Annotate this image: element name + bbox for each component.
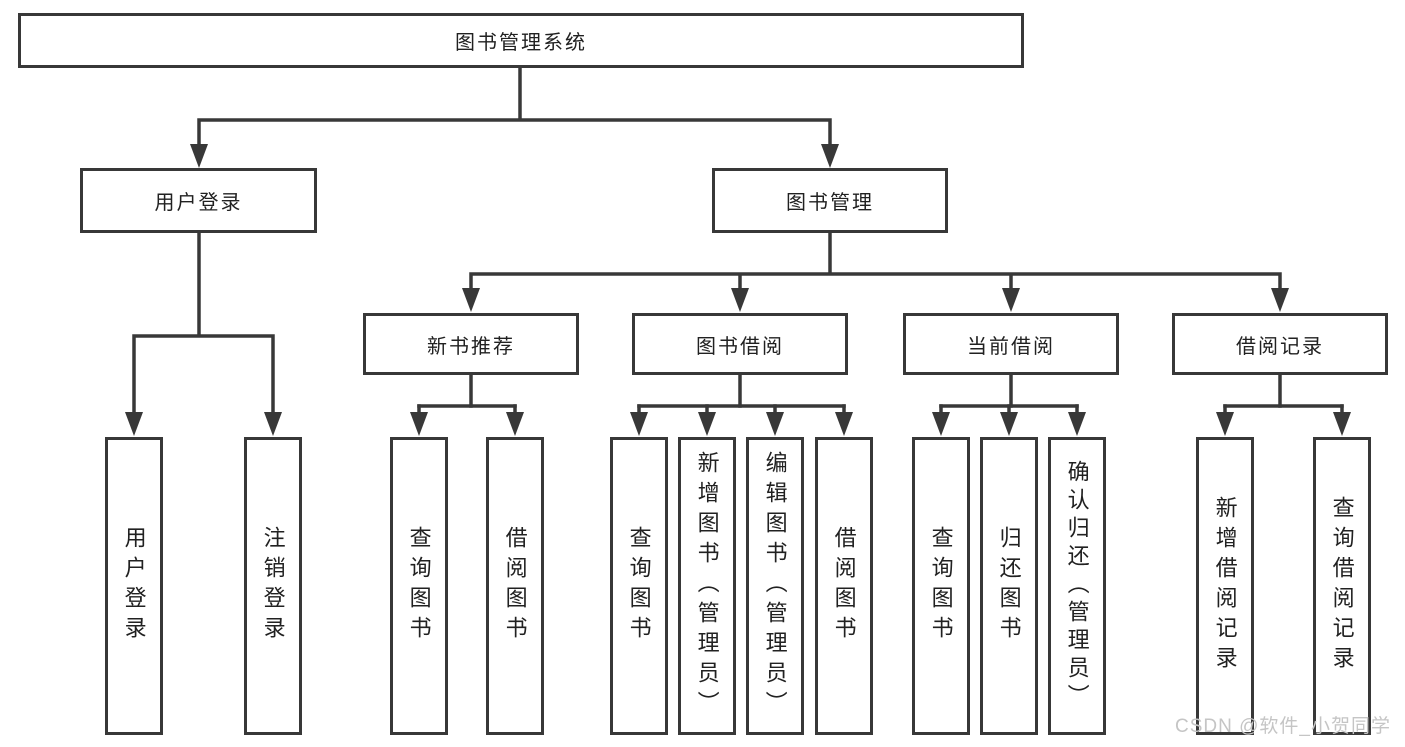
leaf-confirm-return-admin: 确认归还（管理员） [1048, 437, 1106, 735]
leaf-query-borrow-record-label: 查询借阅记录 [1329, 496, 1355, 676]
leaf-add-borrow-record-label: 新增借阅记录 [1212, 496, 1238, 676]
leaf-add-books-admin-label: 新增图书（管理员） [694, 451, 720, 721]
leaf-borrow-books-borrowing-label: 借阅图书 [831, 526, 857, 646]
leaf-user-login: 用户登录 [105, 437, 163, 735]
node-current-borrowing: 当前借阅 [903, 313, 1119, 375]
node-book-management-branch: 图书管理 [712, 168, 948, 233]
leaf-confirm-return-admin-label: 确认归还（管理员） [1064, 460, 1090, 712]
arrowheads [125, 144, 1351, 436]
leaf-query-books-current-label: 查询图书 [928, 526, 954, 646]
leaf-return-books: 归还图书 [980, 437, 1038, 735]
leaf-borrow-books-borrowing: 借阅图书 [815, 437, 873, 735]
node-new-book-recommendation: 新书推荐 [363, 313, 579, 375]
leaf-query-books-current: 查询图书 [912, 437, 970, 735]
leaf-borrow-books-recommend: 借阅图书 [486, 437, 544, 735]
node-root: 图书管理系统 [18, 13, 1024, 68]
leaf-query-books-recommend: 查询图书 [390, 437, 448, 735]
leaf-return-books-label: 归还图书 [996, 526, 1022, 646]
leaf-user-login-label: 用户登录 [121, 526, 147, 646]
leaf-edit-books-admin-label: 编辑图书（管理员） [762, 451, 788, 721]
leaf-borrow-books-recommend-label: 借阅图书 [502, 526, 528, 646]
leaf-logout: 注销登录 [244, 437, 302, 735]
node-book-borrowing: 图书借阅 [632, 313, 848, 375]
leaf-query-borrow-record: 查询借阅记录 [1313, 437, 1371, 735]
leaf-logout-label: 注销登录 [260, 526, 286, 646]
node-borrowing-records: 借阅记录 [1172, 313, 1388, 375]
leaf-edit-books-admin: 编辑图书（管理员） [746, 437, 804, 735]
node-user-login-branch: 用户登录 [80, 168, 317, 233]
leaf-query-books-borrowing-label: 查询图书 [626, 526, 652, 646]
leaf-query-books-borrowing: 查询图书 [610, 437, 668, 735]
watermark: CSDN @软件_小贺同学 [1175, 716, 1391, 737]
leaf-query-books-recommend-label: 查询图书 [406, 526, 432, 646]
leaf-add-books-admin: 新增图书（管理员） [678, 437, 736, 735]
leaf-add-borrow-record: 新增借阅记录 [1196, 437, 1254, 735]
